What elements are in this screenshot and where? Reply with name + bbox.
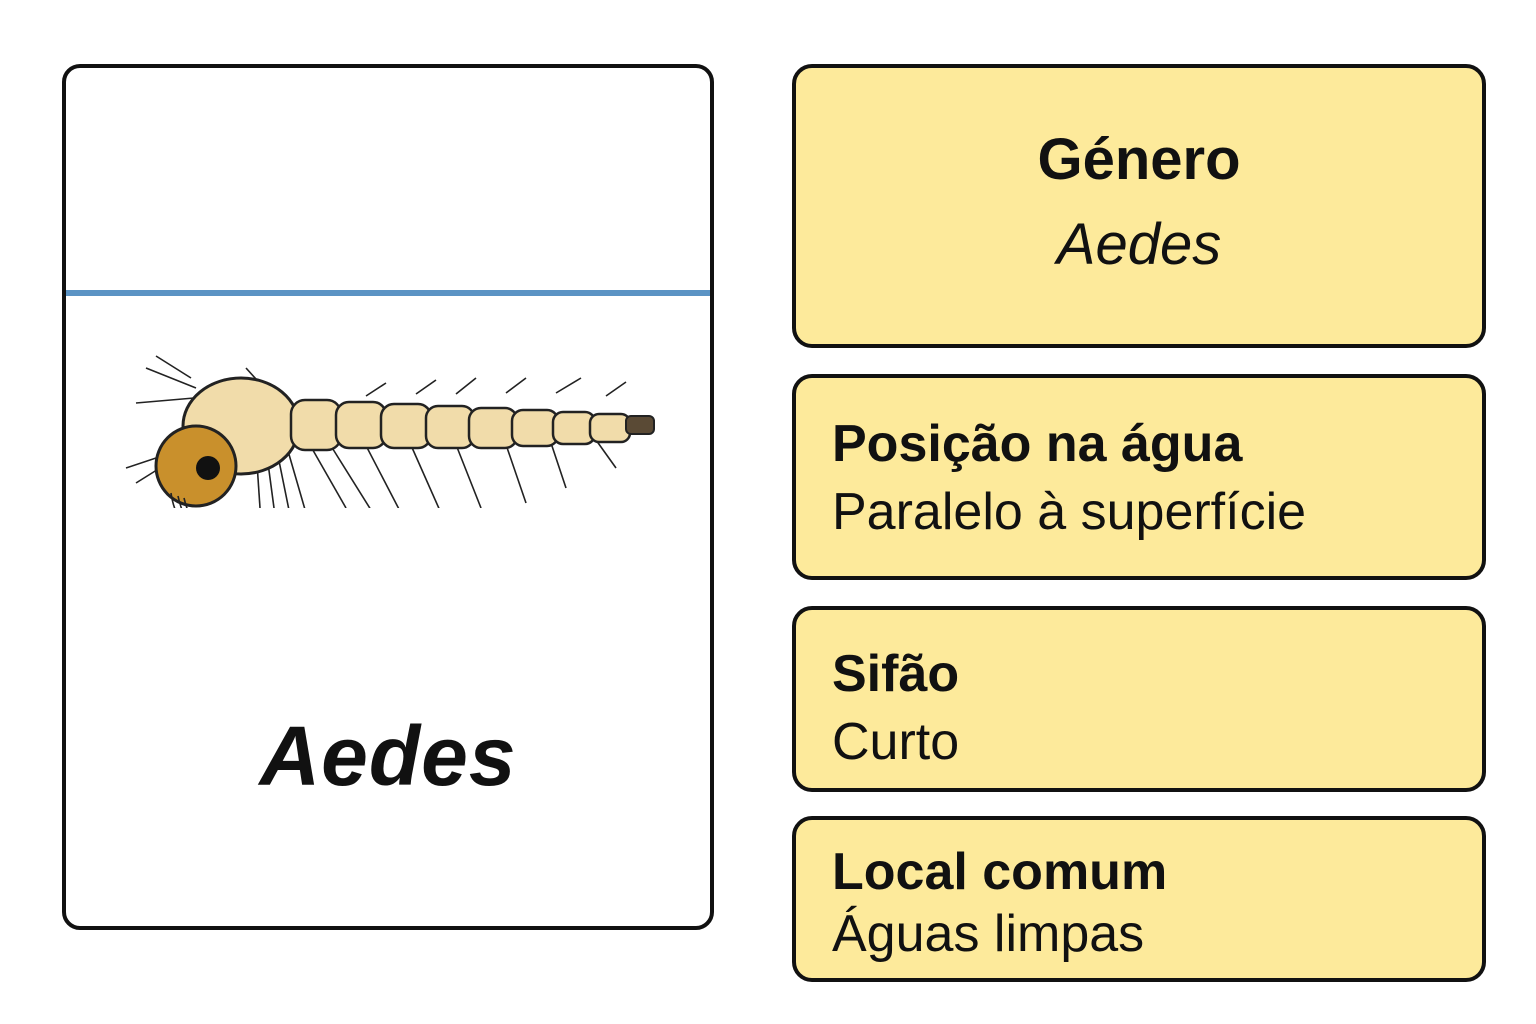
specimen-card: Aedes [62,64,714,930]
siphon-value: Curto [832,713,960,771]
position-value: Paralelo à superfície [832,483,1307,541]
habitat-value: Águas limpas [832,905,1145,963]
position-panel: Posição na água Paralelo à superfície [792,374,1486,580]
genus-title: Género [1037,127,1241,192]
habitat-title: Local comum [832,843,1168,901]
siphon-title: Sifão [832,645,960,703]
siphon-panel: Sifão Curto [792,606,1486,792]
position-title: Posição na água [832,415,1243,473]
genus-caption: Aedes [259,709,517,803]
habitat-panel: Local comum Águas limpas [792,816,1486,982]
genus-value: Aedes [1056,212,1222,277]
genus-panel: Género Aedes [792,64,1486,348]
mosquito-larva-icon [125,355,655,508]
water-surface-line [66,290,710,296]
